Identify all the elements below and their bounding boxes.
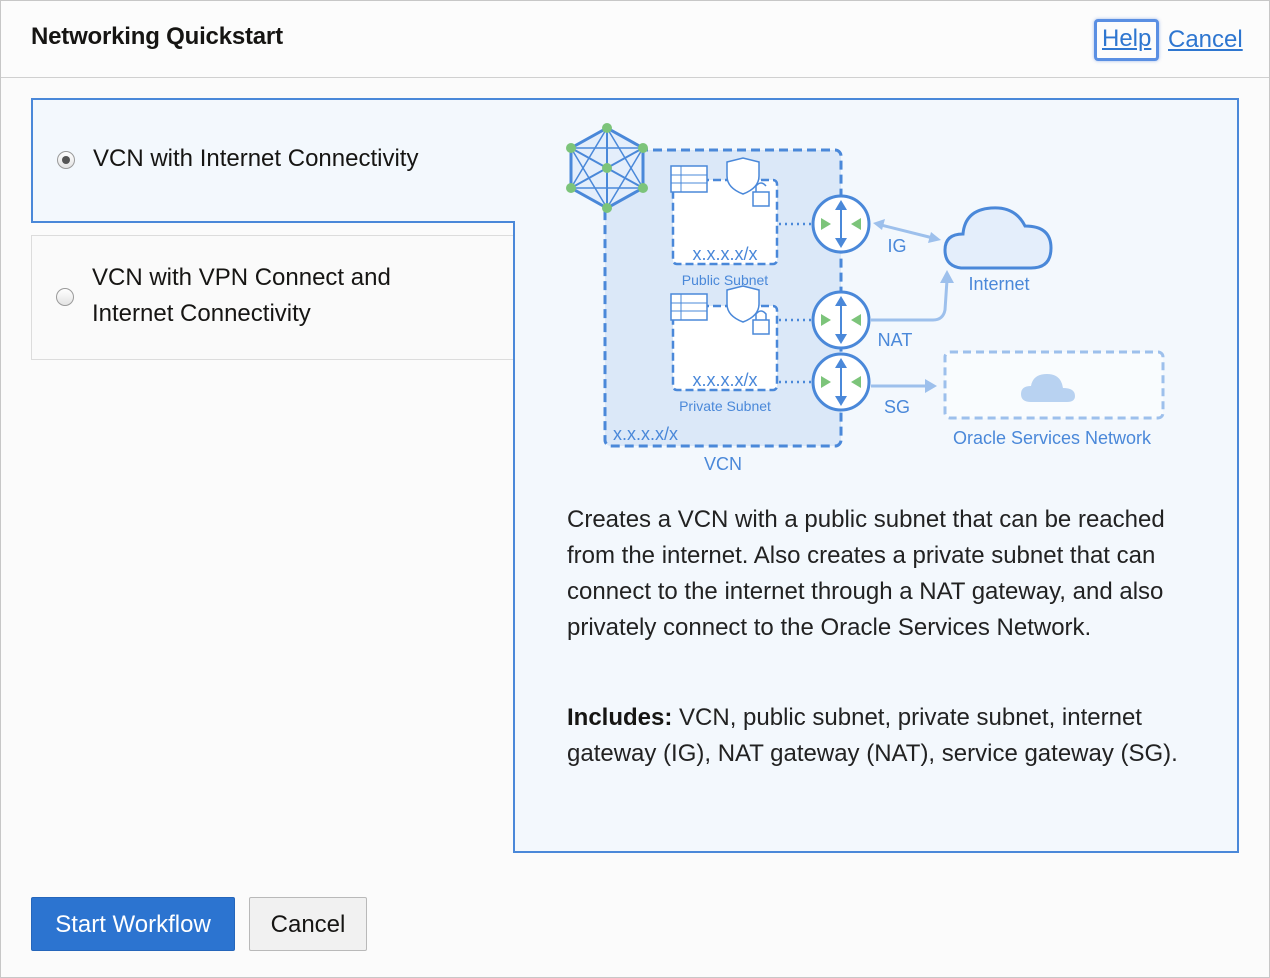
dialog-title: Networking Quickstart bbox=[31, 23, 283, 50]
option-description: Creates a VCN with a public subnet that … bbox=[567, 506, 1165, 641]
service-gateway-icon bbox=[811, 352, 871, 412]
cancel-button[interactable]: Cancel bbox=[249, 897, 367, 951]
option-label-line1: VCN with VPN Connect and bbox=[92, 264, 391, 291]
internet-label: Internet bbox=[968, 274, 1029, 294]
osn-cloud-icon bbox=[1021, 374, 1075, 402]
vcn-label: VCN bbox=[704, 454, 742, 474]
public-subnet: x.x.x.x/x Public Subnet bbox=[670, 157, 779, 288]
nat-gateway-icon bbox=[811, 290, 871, 350]
public-subnet-label: Public Subnet bbox=[682, 272, 769, 288]
radio-vcn-vpn-internet[interactable] bbox=[56, 288, 74, 306]
option-vcn-vpn-internet[interactable]: VCN with VPN Connect and Internet Connec… bbox=[31, 235, 514, 360]
header-cancel-link[interactable]: Cancel bbox=[1168, 26, 1243, 53]
option-label: VCN with Internet Connectivity bbox=[93, 145, 419, 172]
vcn-boundary bbox=[603, 148, 843, 448]
oracle-services-network-box bbox=[943, 350, 1165, 420]
help-link[interactable]: Help bbox=[1094, 19, 1160, 61]
public-cidr-label: x.x.x.x/x bbox=[692, 244, 757, 264]
option-vcn-internet[interactable]: VCN with Internet Connectivity bbox=[31, 98, 515, 223]
internet-gateway-icon bbox=[811, 194, 871, 254]
vcn-icon bbox=[566, 123, 648, 213]
start-workflow-button[interactable]: Start Workflow bbox=[31, 897, 235, 951]
sg-label: SG bbox=[884, 397, 910, 417]
private-cidr-label: x.x.x.x/x bbox=[692, 370, 757, 390]
option-includes: Includes: VCN, public subnet, private su… bbox=[567, 700, 1197, 772]
ig-label: IG bbox=[887, 236, 906, 256]
includes-label: Includes: bbox=[567, 704, 673, 731]
radio-vcn-internet[interactable] bbox=[57, 151, 75, 169]
option-detail-panel: x.x.x.x/x Public Subnet x.x.x.x/x Privat… bbox=[513, 98, 1239, 853]
option-label-line2: Internet Connectivity bbox=[92, 300, 311, 327]
vcn-cidr-label: x.x.x.x/x bbox=[613, 424, 678, 444]
private-subnet-label: Private Subnet bbox=[679, 398, 771, 414]
osn-label: Oracle Services Network bbox=[953, 428, 1152, 448]
nat-label: NAT bbox=[878, 330, 913, 350]
dialog-header: Networking Quickstart Help Cancel bbox=[1, 1, 1269, 78]
internet-cloud-icon bbox=[943, 206, 1053, 270]
private-subnet: x.x.x.x/x Private Subnet bbox=[670, 285, 779, 414]
includes-text: VCN, public subnet, private subnet, inte… bbox=[567, 704, 1178, 767]
vcn-diagram: x.x.x.x/x Public Subnet x.x.x.x/x Privat… bbox=[566, 123, 1165, 474]
